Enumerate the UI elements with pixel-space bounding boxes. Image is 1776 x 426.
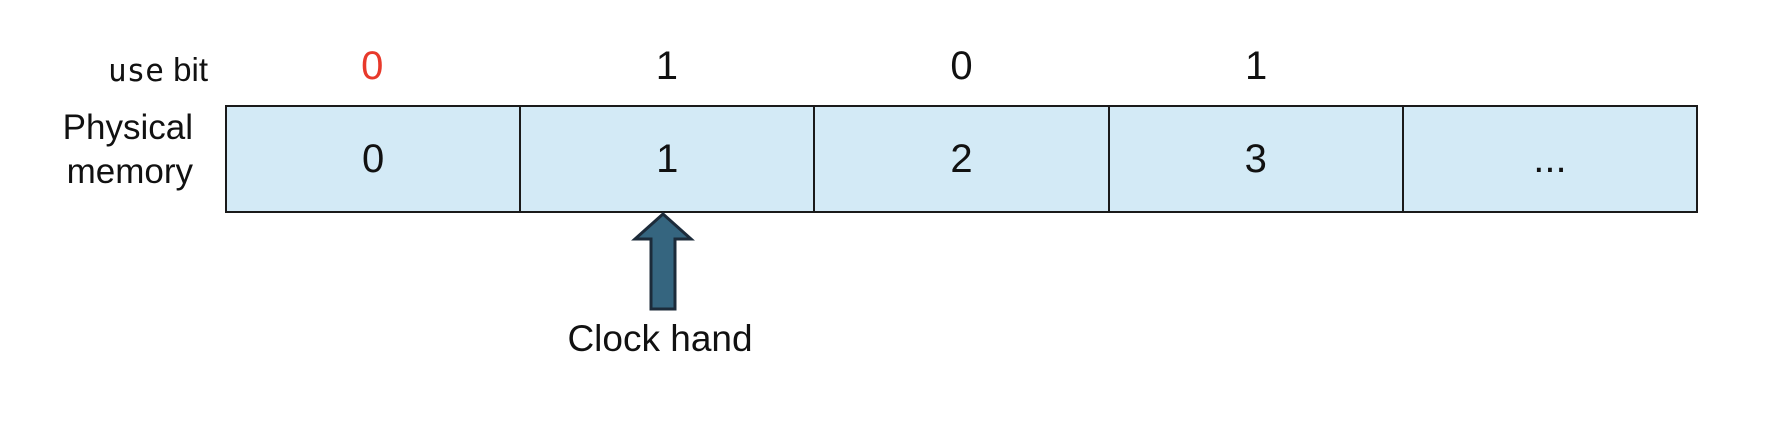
use-bit-row-label: use bit (0, 48, 208, 93)
memory-frame-cell: 2 (813, 107, 1108, 211)
clock-hand-pointer (629, 211, 699, 312)
clock-hand-label: Clock hand (567, 318, 753, 359)
physical-memory-label-line1: Physical (62, 108, 193, 147)
up-arrow-icon (631, 211, 695, 311)
physical-memory-table: 0 1 2 3 ... (225, 105, 1698, 213)
memory-frame-cell-ellipsis: ... (1401, 107, 1697, 211)
use-bit-label-mono: use (107, 53, 164, 89)
use-bit-label-sans: bit (163, 51, 208, 88)
memory-frame-cell: 0 (227, 107, 520, 211)
use-bit-row: 0 1 0 1 (225, 40, 1698, 92)
use-bit-value: 1 (1244, 43, 1268, 88)
use-bit-value: 0 (950, 43, 973, 88)
use-bit-value: 0 (361, 43, 384, 88)
memory-frame-cell: 3 (1107, 107, 1402, 211)
up-arrow-shape (631, 211, 695, 311)
use-bit-value-empty (1403, 40, 1698, 92)
physical-memory-label-line2: memory (66, 152, 193, 191)
physical-memory-label: Physical memory (0, 106, 193, 194)
use-bit-value: 1 (655, 43, 679, 88)
memory-frame-cell: 1 (519, 107, 814, 211)
